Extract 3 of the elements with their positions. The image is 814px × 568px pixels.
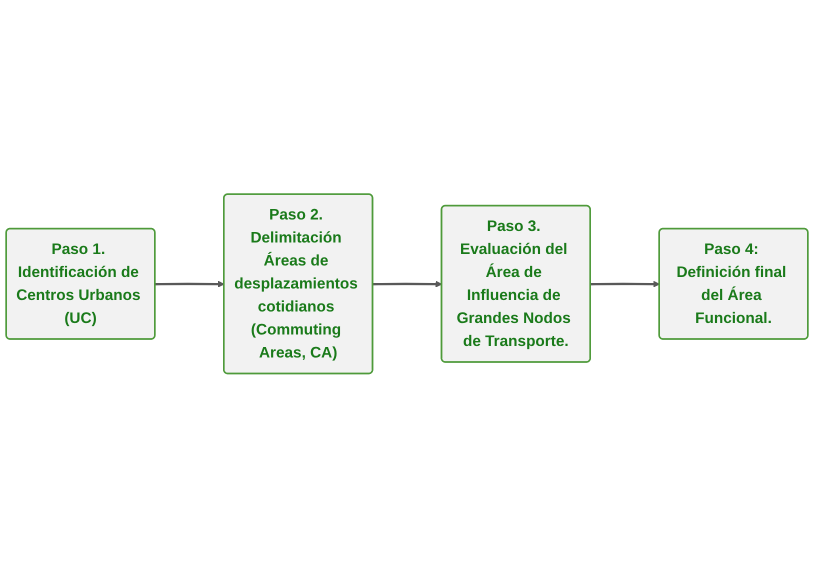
arrow bbox=[590, 280, 660, 288]
arrow bbox=[372, 280, 442, 288]
arrow bbox=[155, 280, 224, 288]
